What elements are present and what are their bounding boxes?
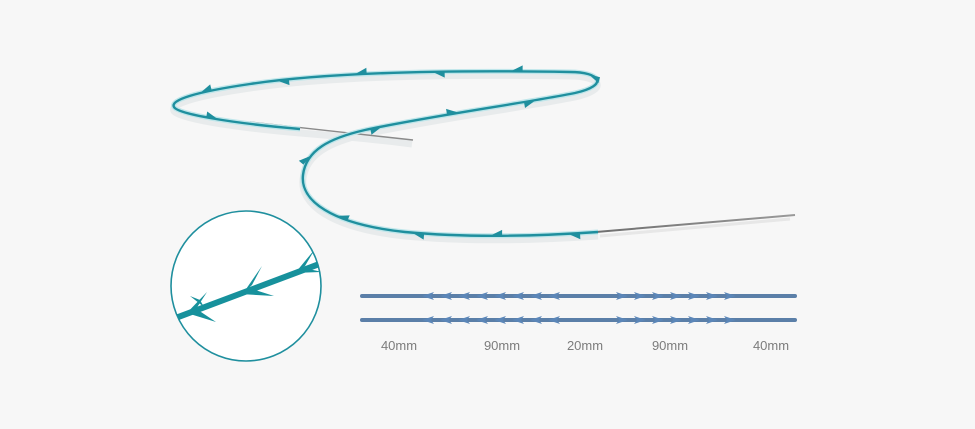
diagram-barb [422, 292, 434, 296]
diagram-barb [688, 320, 700, 324]
diagram-barb [530, 292, 542, 296]
diagram-barb [440, 296, 452, 300]
zoom-detail [170, 210, 322, 362]
diagram-barb [512, 316, 524, 320]
diagram-barb [476, 316, 488, 320]
thread-barbs [199, 65, 601, 240]
diagram-barb [548, 316, 560, 320]
diagram-barb [688, 296, 700, 300]
thread-barb [490, 229, 503, 236]
diagram-barb [548, 320, 560, 324]
segment-label-2: 90mm [483, 338, 521, 353]
diagram-barb [512, 292, 524, 296]
barb-diagram [360, 292, 797, 324]
diagram-barb [652, 316, 664, 320]
diagram-barb [422, 316, 434, 320]
thread-barb [524, 100, 536, 109]
diagram-barb [724, 320, 736, 324]
segment-label-5: 40mm [752, 338, 790, 353]
diagram-barb [476, 296, 488, 300]
diagram-barb [422, 320, 434, 324]
thread-barb [588, 74, 601, 84]
thread-barb [206, 111, 219, 120]
thread-barb [276, 79, 290, 86]
diagram-barb [494, 292, 506, 296]
diagram-barb [530, 320, 542, 324]
diagram-barb [616, 316, 628, 320]
thread-barb [199, 84, 212, 94]
thread-barb [412, 232, 425, 240]
diagram-barb [616, 292, 628, 296]
diagram-barb [422, 296, 434, 300]
diagram-barb [440, 292, 452, 296]
diagram-barb [652, 320, 664, 324]
diagram-barb [706, 292, 718, 296]
diagram-barb [440, 320, 452, 324]
zoom-ring [170, 210, 322, 362]
diagram-barb [458, 320, 470, 324]
diagram-barb [652, 296, 664, 300]
zoom-thread [171, 249, 321, 325]
diagram-barb [476, 292, 488, 296]
diagram-barbs [422, 292, 736, 324]
diagram-barb [688, 316, 700, 320]
diagram-barb [458, 292, 470, 296]
thread-barb [354, 67, 367, 75]
diagram-barb [458, 316, 470, 320]
diagram-barb [706, 296, 718, 300]
diagram-barb [494, 320, 506, 324]
diagram-barb [548, 296, 560, 300]
diagram-barb [724, 292, 736, 296]
thread-barb [446, 108, 459, 115]
barbed-thread [171, 68, 600, 239]
diagram-barb [458, 296, 470, 300]
diagram-barb [634, 296, 646, 300]
needle-tip-right [595, 214, 796, 233]
thread-barb [432, 71, 445, 78]
diagram-barb [670, 296, 682, 300]
diagram-barb [670, 316, 682, 320]
needle-tip-shadow [599, 217, 791, 238]
diagram-barb [724, 316, 736, 320]
diagram-barb [634, 320, 646, 324]
diagram-barb [634, 316, 646, 320]
segment-label-4: 90mm [651, 338, 689, 353]
segment-label-3: 20mm [566, 338, 604, 353]
thread-barb [336, 215, 350, 221]
diagram-barb [616, 296, 628, 300]
diagram-barb [476, 320, 488, 324]
thread-barb [510, 65, 523, 72]
diagram-barb [652, 292, 664, 296]
diagram-barb [724, 296, 736, 300]
diagram-barb [670, 320, 682, 324]
diagram-barb [512, 320, 524, 324]
segment-label-1: 40mm [380, 338, 418, 353]
thread-barb [298, 155, 312, 165]
diagram-barb [530, 316, 542, 320]
diagram-barb [440, 316, 452, 320]
diagram-barb [706, 316, 718, 320]
thread-barb [568, 233, 581, 240]
diagram-barb [530, 296, 542, 300]
diagram-barb [616, 320, 628, 324]
thread-barb [370, 126, 383, 135]
diagram-barb [494, 316, 506, 320]
diagram-barb [706, 320, 718, 324]
diagram-barb [688, 292, 700, 296]
diagram-barb [634, 292, 646, 296]
diagram-barb [670, 292, 682, 296]
diagram-barb [494, 296, 506, 300]
diagram-barb [512, 296, 524, 300]
diagram-barb [548, 292, 560, 296]
